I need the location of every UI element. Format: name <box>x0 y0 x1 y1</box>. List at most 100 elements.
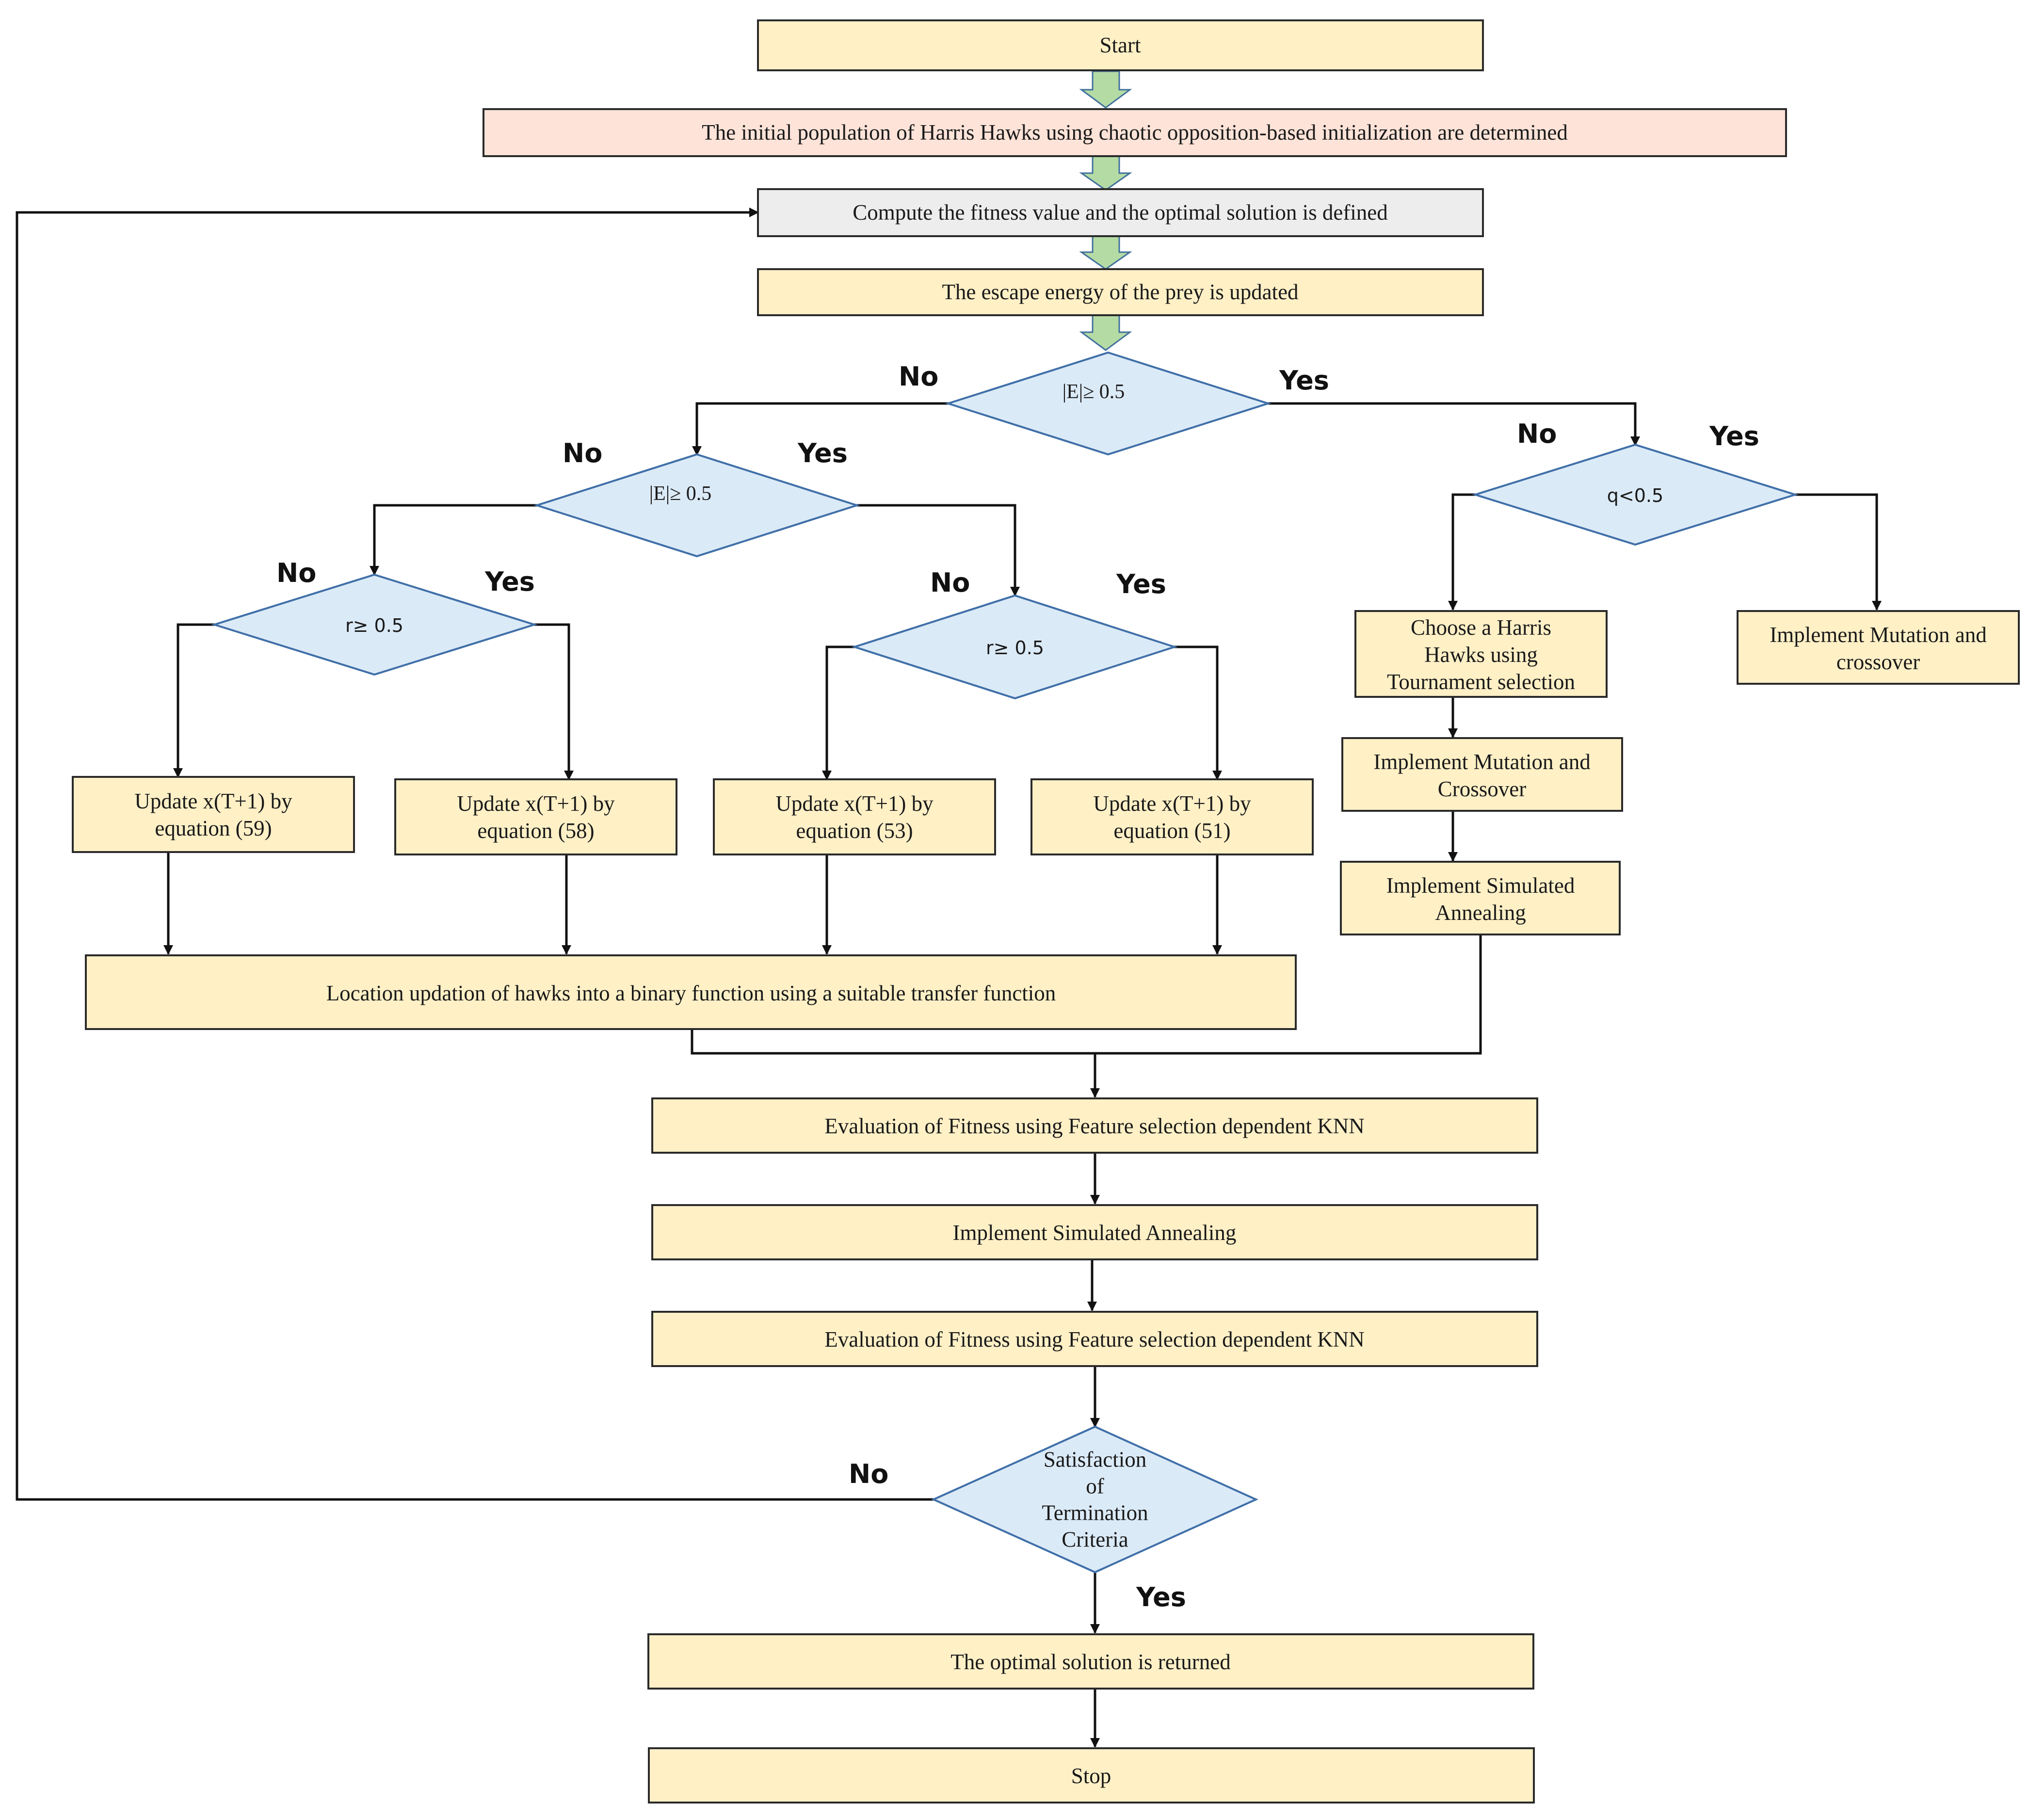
evaluation-1-node: Evaluation of Fitness using Feature sele… <box>651 1097 1538 1154</box>
decision-main: |E|≥ 0.5 <box>945 351 1272 456</box>
node-label-line: Evaluation of Fitness using Feature sele… <box>824 1114 1365 1138</box>
node-label: Implement Simulated Annealing <box>953 1221 1237 1245</box>
node-label-line: The initial population of Harris Hawks u… <box>702 120 1568 145</box>
location-update-node: Location updation of hawks into a binary… <box>85 954 1297 1030</box>
branch-label-yes: Yes <box>1136 1582 1186 1612</box>
update-59-node: Update x(T+1) by equation (59) <box>72 776 355 853</box>
down-arrow-icon <box>1079 314 1132 351</box>
connectors <box>16 208 1882 1748</box>
node-label: r≥ 0.5 <box>345 615 403 636</box>
branch-label-no: No <box>276 558 316 588</box>
decision-left: |E|≥ 0.5 <box>533 453 860 558</box>
init-node: The initial population of Harris Hawks u… <box>483 108 1787 157</box>
node-label-line: Update x(T+1) by <box>134 789 292 813</box>
branch-label-yes: Yes <box>797 438 848 468</box>
node-label-line: |E|≥ 0.5 <box>649 483 712 505</box>
node-label-line: q<0.5 <box>1607 485 1663 506</box>
left-yes-line <box>857 504 1020 596</box>
node-label: The optimal solution is returned <box>950 1650 1230 1674</box>
branch-label-no: No <box>1517 419 1557 449</box>
node-label-line: Evaluation of Fitness using Feature sele… <box>824 1327 1365 1352</box>
node-label-line: Start <box>1100 33 1141 57</box>
r1-yes-line <box>534 623 574 780</box>
location-merge-line <box>691 935 1482 1055</box>
node-label: Evaluation of Fitness using Feature sele… <box>824 1114 1365 1138</box>
node-label: Update x(T+1) by equation (51) <box>1093 791 1251 843</box>
node-label-line: Compute the fitness value and the optima… <box>853 200 1388 225</box>
node-label-line: Crossover <box>1438 777 1526 801</box>
node-label-line: Update x(T+1) by <box>775 791 934 816</box>
node-label: Start <box>1100 33 1141 57</box>
node-label-line: Implement Simulated Annealing <box>953 1221 1237 1245</box>
node-label: Location updation of hawks into a binary… <box>326 981 1056 1005</box>
branch-label-no: No <box>930 567 970 598</box>
branch-labels: No Yes No Yes No Yes No Yes No Yes No Ye… <box>276 361 1759 1612</box>
compute-node: Compute the fitness value and the optima… <box>757 188 1484 237</box>
node-label-line: crossover <box>1836 650 1920 674</box>
main-yes-line <box>1268 402 1640 446</box>
node-label-line: Implement Mutation and <box>1373 750 1590 774</box>
q-no-line <box>1448 493 1475 611</box>
evaluation-2-node: Evaluation of Fitness using Feature sele… <box>651 1311 1538 1367</box>
optimal-returned-node: The optimal solution is returned <box>647 1633 1534 1690</box>
simulated-annealing-node: Implement Simulated Annealing <box>651 1204 1538 1260</box>
node-label-line: of <box>1086 1474 1104 1498</box>
node-label: Update x(T+1) by equation (59) <box>134 789 292 840</box>
loop-back-line <box>16 208 934 1501</box>
decision-q: q<0.5 <box>1472 443 1799 546</box>
node-label: r≥ 0.5 <box>986 637 1044 659</box>
mutation-crossover-right-node: Implement Mutation and crossover <box>1737 610 2020 685</box>
node-label-line: Termination <box>1042 1501 1148 1525</box>
decision-r2: r≥ 0.5 <box>851 594 1178 700</box>
decision-r1: r≥ 0.5 <box>211 573 538 676</box>
node-label: Implement Mutation and crossover <box>1770 623 1986 674</box>
node-label-line: Choose a Harris <box>1411 615 1551 640</box>
nodes: Start The initial population of Harris H… <box>72 19 2020 1804</box>
node-label: Evaluation of Fitness using Feature sele… <box>824 1327 1365 1352</box>
r1-no-line <box>173 623 214 778</box>
node-label-line: equation (58) <box>477 819 594 843</box>
branch-label-yes: Yes <box>1279 365 1329 396</box>
node-label-line: Update x(T+1) by <box>1093 791 1251 816</box>
node-label-line: equation (59) <box>155 816 272 840</box>
branch-label-no: No <box>849 1459 888 1489</box>
node-label-line: r≥ 0.5 <box>986 637 1044 659</box>
branch-label-yes: Yes <box>1709 421 1759 451</box>
r2-yes-line <box>1175 645 1222 780</box>
stop-node: Stop <box>648 1747 1535 1804</box>
node-label: q<0.5 <box>1607 485 1663 506</box>
node-label-line: Satisfaction <box>1044 1448 1146 1472</box>
start-node: Start <box>757 19 1484 71</box>
node-label: The escape energy of the prey is updated <box>942 280 1298 304</box>
node-label-line: Annealing <box>1435 901 1526 925</box>
node-label-line: Implement Mutation and <box>1770 623 1986 647</box>
escape-energy-node: The escape energy of the prey is updated <box>757 268 1484 316</box>
main-no-line <box>692 402 948 456</box>
node-label-line: The optimal solution is returned <box>950 1650 1230 1674</box>
node-label-line: |E|≥ 0.5 <box>1063 381 1125 403</box>
branch-label-yes: Yes <box>484 566 535 597</box>
node-label: |E|≥ 0.5 <box>1063 381 1125 403</box>
down-arrow-icon <box>1079 70 1132 109</box>
branch-label-no: No <box>899 361 938 392</box>
node-label-line: Stop <box>1071 1764 1111 1788</box>
node-label-line: Tournament selection <box>1387 670 1575 694</box>
down-arrow-icon <box>1079 155 1132 191</box>
branch-label-yes: Yes <box>1116 569 1166 599</box>
node-label: |E|≥ 0.5 <box>649 483 712 505</box>
down-arrow-icon <box>1079 234 1132 270</box>
node-label-line: equation (51) <box>1113 819 1230 843</box>
node-label: The initial population of Harris Hawks u… <box>702 120 1568 145</box>
node-label-line: r≥ 0.5 <box>345 615 403 636</box>
update-51-node: Update x(T+1) by equation (51) <box>1031 778 1314 855</box>
block-arrows <box>1079 70 1132 351</box>
